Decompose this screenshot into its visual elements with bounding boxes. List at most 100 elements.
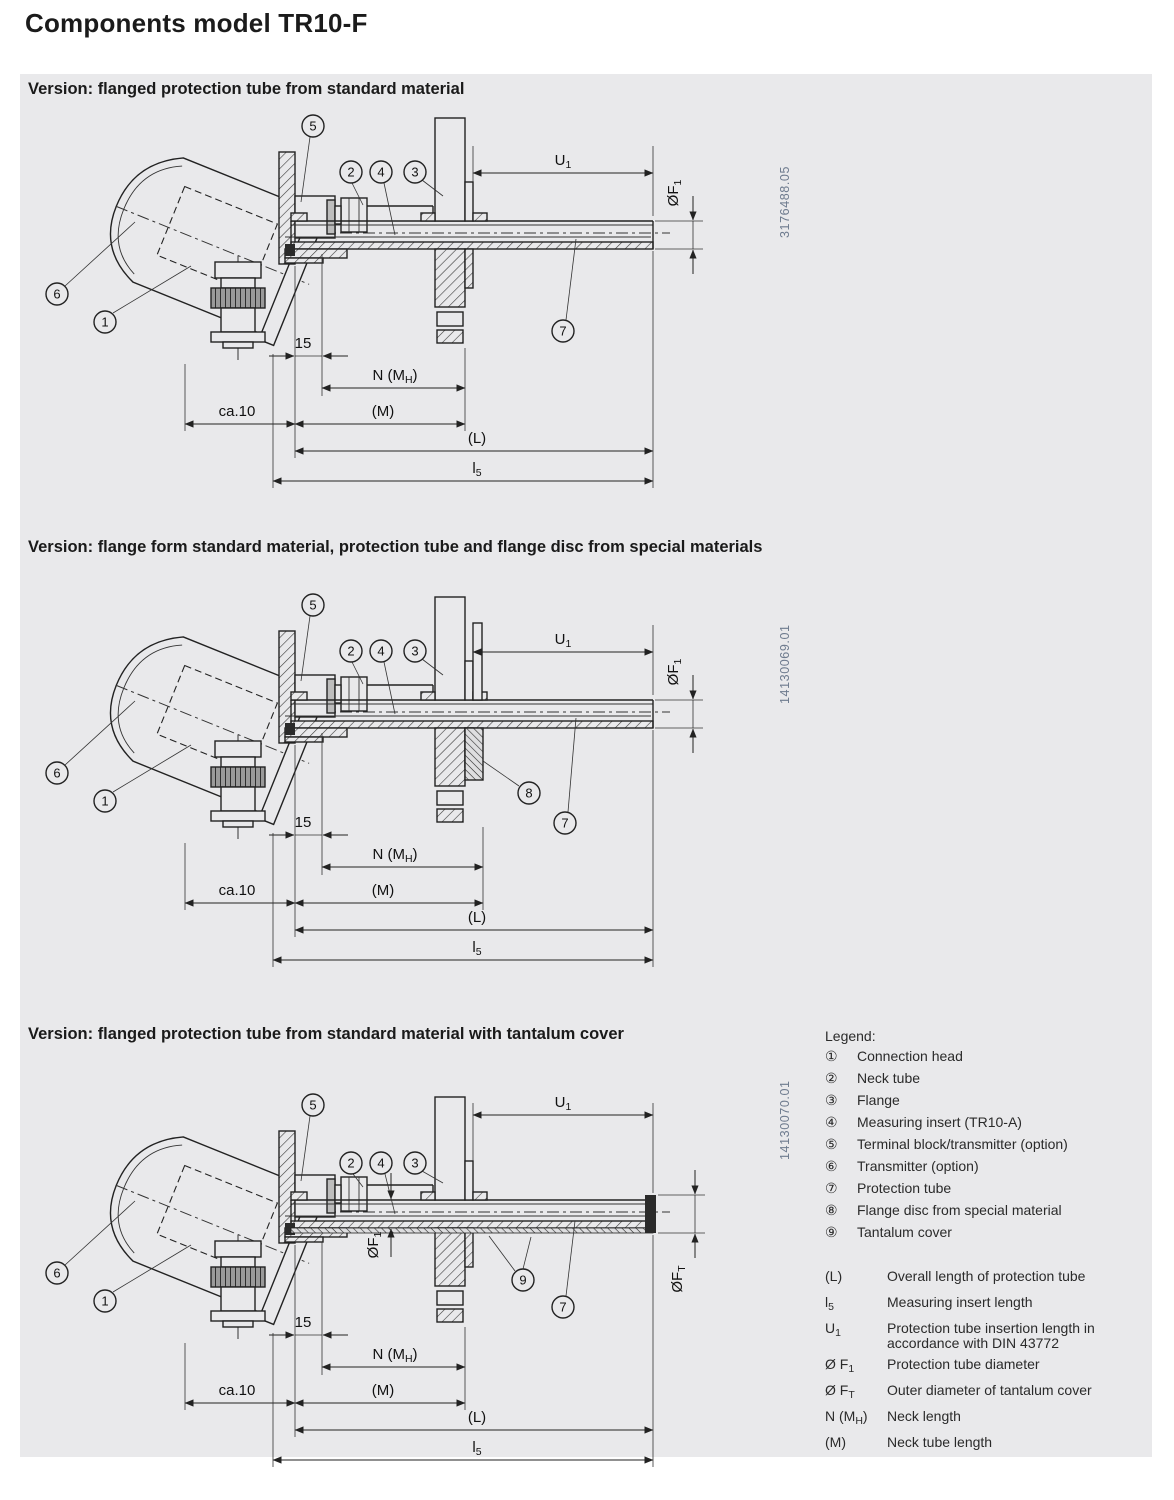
svg-text:2: 2 <box>347 1156 354 1171</box>
callouts-1: 5 2 4 3 6 1 7 <box>45 114 577 343</box>
legend-dim-desc: Outer diameter of tantalum cover <box>887 1382 1092 1398</box>
legend-dim: Ø FT Outer diameter of tantalum cover <box>825 1382 1157 1404</box>
legend-item-label: Measuring insert (TR10-A) <box>857 1114 1022 1130</box>
dim-m: (M) <box>372 1382 395 1399</box>
dim-f1: ØF1 <box>665 659 684 686</box>
callout-neck-tube <box>339 160 363 184</box>
legend-dim-symbol: Ø F1 <box>825 1356 855 1375</box>
legend-dim-desc: Protection tube insertion length in acco… <box>887 1319 1095 1351</box>
dim-l: (L) <box>468 909 486 926</box>
legend-item: ⑥ Transmitter (option) <box>825 1158 1157 1175</box>
dim-l: (L) <box>468 430 486 447</box>
legend-item-label: Terminal block/transmitter (option) <box>857 1136 1068 1152</box>
dim-l5: l5 <box>472 939 481 958</box>
legend-item-num: ⑦ <box>825 1180 838 1196</box>
callout-protection-tube <box>553 811 577 835</box>
svg-text:7: 7 <box>559 324 566 339</box>
legend-item-num: ② <box>825 1070 838 1086</box>
callout-connection-head <box>93 789 117 813</box>
callout-transmitter <box>45 1261 69 1285</box>
callout-flange <box>403 1151 427 1175</box>
technical-drawing-1: 5 2 4 3 6 1 7 U1 ØF1 15 N <box>45 114 703 488</box>
legend-dim-desc: Neck tube length <box>887 1434 993 1450</box>
dim-ca10: ca.10 <box>219 403 256 420</box>
svg-text:2: 2 <box>347 644 354 659</box>
legend-dim-symbol: Ø FT <box>825 1382 855 1401</box>
callout-neck-tube <box>339 639 363 663</box>
legend-item: ② Neck tube <box>825 1070 1157 1087</box>
callout-neck-tube <box>339 1151 363 1175</box>
dim-15: 15 <box>295 1314 312 1331</box>
dim-f1: ØF1 <box>665 180 684 207</box>
tantalum-liner <box>290 1227 654 1234</box>
dim-15: 15 <box>295 335 312 352</box>
dim-m: (M) <box>372 403 395 420</box>
callout-flange <box>403 160 427 184</box>
svg-text:7: 7 <box>561 816 568 831</box>
technical-drawing-3: 5 2 4 3 6 1 9 7 U1 ØF1 ØFT <box>45 1093 705 1467</box>
callout-flange <box>403 639 427 663</box>
legend-item-num: ⑤ <box>825 1136 838 1152</box>
callout-measuring-insert <box>369 160 393 184</box>
legend-item-label: Connection head <box>857 1048 963 1064</box>
callout-measuring-insert <box>369 639 393 663</box>
legend-item-num: ③ <box>825 1092 838 1108</box>
legend-dim: U1 Protection tube insertion length in ac… <box>825 1319 1157 1352</box>
callout-terminal-block <box>301 593 325 617</box>
legend-item-label: Transmitter (option) <box>857 1158 979 1174</box>
callout-connection-head <box>93 310 117 334</box>
dimensions-1: U1 ØF1 15 N (MH) ca.10 (M) (L) <box>184 146 703 488</box>
svg-text:1: 1 <box>101 315 108 330</box>
dimensions-2: U1 ØF1 15 N (MH) ca.10 (M) (L) <box>184 625 703 967</box>
svg-text:4: 4 <box>377 165 384 180</box>
legend-item-label: Protection tube <box>857 1180 952 1196</box>
svg-text:7: 7 <box>559 1300 566 1315</box>
svg-text:9: 9 <box>519 1273 526 1288</box>
tantalum-end-cap <box>645 1195 656 1233</box>
legend-dim-desc: Protection tube diameter <box>887 1356 1040 1372</box>
callout-transmitter <box>45 761 69 785</box>
callouts-2: 5 2 4 3 6 1 8 7 <box>45 593 577 835</box>
legend-item-num: ⑥ <box>825 1158 838 1174</box>
svg-text:5: 5 <box>309 1098 316 1113</box>
svg-text:3: 3 <box>411 165 418 180</box>
legend-dim: N (MH) Neck length <box>825 1408 1157 1430</box>
page-title: Components model TR10-F <box>25 8 368 38</box>
dim-l5: l5 <box>472 460 481 479</box>
legend-title: Legend: <box>825 1028 876 1044</box>
section-header-3: Version: flanged protection tube from st… <box>28 1025 624 1043</box>
legend-dim-symbol: U1 <box>825 1319 841 1339</box>
section-header-2: Version: flange form standard material, … <box>28 538 763 556</box>
legend-item-num: ⑧ <box>825 1202 838 1218</box>
dim-ca10: ca.10 <box>219 1382 256 1399</box>
dim-n-mh: N (MH) <box>372 1346 417 1365</box>
section-header-1: Version: flanged protection tube from st… <box>28 80 465 98</box>
legend-item: ⑦ Protection tube <box>825 1180 1157 1197</box>
dim-u1: U1 <box>555 152 572 171</box>
legend-dim-symbol: N (MH) <box>825 1408 868 1427</box>
callout-protection-tube <box>551 319 575 343</box>
dim-u1: U1 <box>555 631 572 650</box>
svg-text:3: 3 <box>411 644 418 659</box>
dim-m: (M) <box>372 882 395 899</box>
callout-terminal-block <box>301 114 325 138</box>
dim-n-mh: N (MH) <box>372 846 417 865</box>
svg-text:5: 5 <box>309 119 316 134</box>
legend-item-label: Tantalum cover <box>857 1224 952 1240</box>
legend-dim: Ø F1 Protection tube diameter <box>825 1356 1157 1378</box>
drawing-number-3: 14130070.01 <box>778 1080 792 1160</box>
callout-protection-tube <box>551 1295 575 1319</box>
technical-drawing-2: 5 2 4 3 6 1 8 7 U1 ØF1 15 <box>45 593 703 967</box>
callout-transmitter <box>45 282 69 306</box>
dim-ft: ØFT <box>669 1265 688 1293</box>
dim-n-mh: N (MH) <box>372 367 417 386</box>
legend-item-label: Neck tube <box>857 1070 921 1086</box>
dim-l: (L) <box>468 1409 486 1426</box>
legend-dim-desc: Neck length <box>887 1408 961 1424</box>
